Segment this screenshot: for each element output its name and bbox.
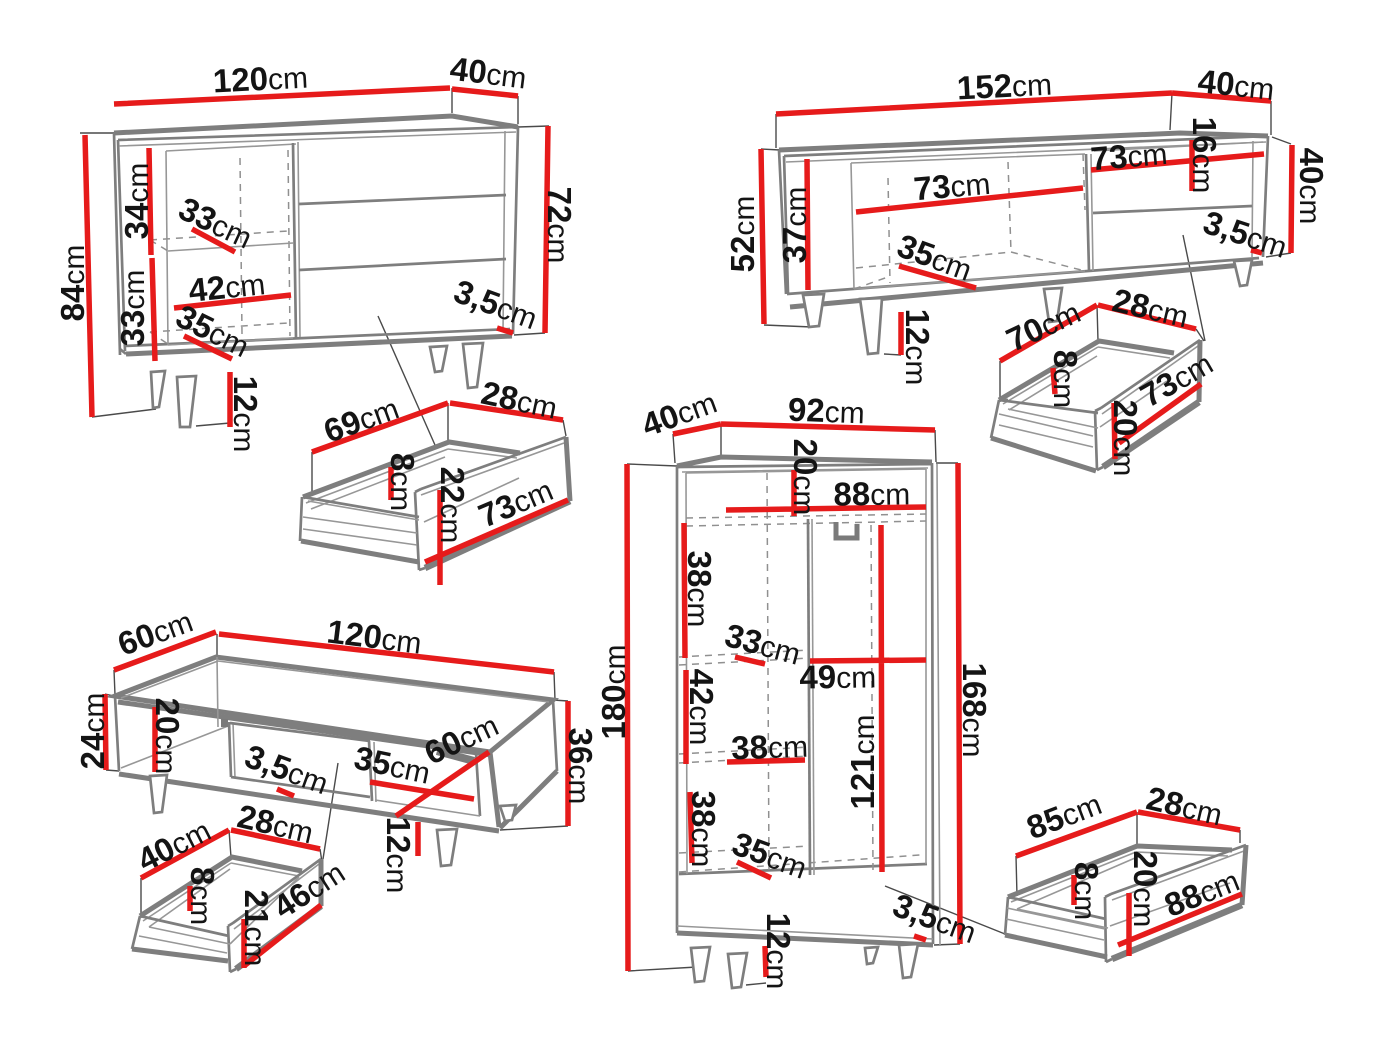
svg-text:42cm: 42cm xyxy=(683,669,720,746)
svg-text:120cm: 120cm xyxy=(212,58,309,100)
svg-text:20cm: 20cm xyxy=(1107,400,1144,477)
svg-text:88cm: 88cm xyxy=(833,474,910,512)
svg-text:12cm: 12cm xyxy=(899,309,936,386)
svg-text:72cm: 72cm xyxy=(541,187,578,264)
svg-text:22cm: 22cm xyxy=(434,467,471,544)
svg-text:121cm: 121cm xyxy=(844,714,881,809)
svg-text:180cm: 180cm xyxy=(595,644,632,739)
svg-text:38cm: 38cm xyxy=(731,727,809,767)
svg-text:38cm: 38cm xyxy=(681,551,718,628)
svg-text:92cm: 92cm xyxy=(787,391,865,431)
svg-text:8cm: 8cm xyxy=(184,867,221,925)
svg-text:20cm: 20cm xyxy=(1127,851,1164,928)
svg-text:37cm: 37cm xyxy=(776,187,813,264)
svg-text:12cm: 12cm xyxy=(760,913,797,990)
svg-text:33cm: 33cm xyxy=(114,270,151,347)
svg-text:52cm: 52cm xyxy=(724,196,761,273)
svg-text:168cm: 168cm xyxy=(956,662,993,757)
svg-text:8cm: 8cm xyxy=(384,453,421,511)
svg-text:40cm: 40cm xyxy=(1196,62,1276,107)
svg-text:34cm: 34cm xyxy=(118,163,155,240)
svg-text:36cm: 36cm xyxy=(562,728,599,805)
svg-text:12cm: 12cm xyxy=(227,376,264,453)
svg-text:28cm: 28cm xyxy=(478,374,561,426)
svg-text:21cm: 21cm xyxy=(238,890,275,967)
svg-text:12cm: 12cm xyxy=(380,817,417,894)
svg-text:40cm: 40cm xyxy=(448,50,529,96)
svg-text:20cm: 20cm xyxy=(149,698,186,775)
svg-text:120cm: 120cm xyxy=(325,612,424,660)
svg-text:28cm: 28cm xyxy=(1109,281,1192,334)
svg-text:8cm: 8cm xyxy=(1068,862,1105,920)
svg-text:16cm: 16cm xyxy=(1186,117,1223,194)
svg-text:38cm: 38cm xyxy=(685,791,722,868)
svg-text:24cm: 24cm xyxy=(74,693,111,770)
svg-text:8cm: 8cm xyxy=(1047,350,1084,408)
svg-text:84cm: 84cm xyxy=(54,245,91,322)
svg-text:35cm: 35cm xyxy=(351,739,434,791)
svg-text:20cm: 20cm xyxy=(787,439,824,516)
svg-text:40cm: 40cm xyxy=(1293,148,1330,225)
svg-text:49cm: 49cm xyxy=(799,657,876,695)
svg-text:73cm: 73cm xyxy=(912,164,992,208)
svg-text:152cm: 152cm xyxy=(956,65,1053,107)
svg-text:73cm: 73cm xyxy=(1089,134,1169,178)
svg-text:42cm: 42cm xyxy=(187,264,267,309)
